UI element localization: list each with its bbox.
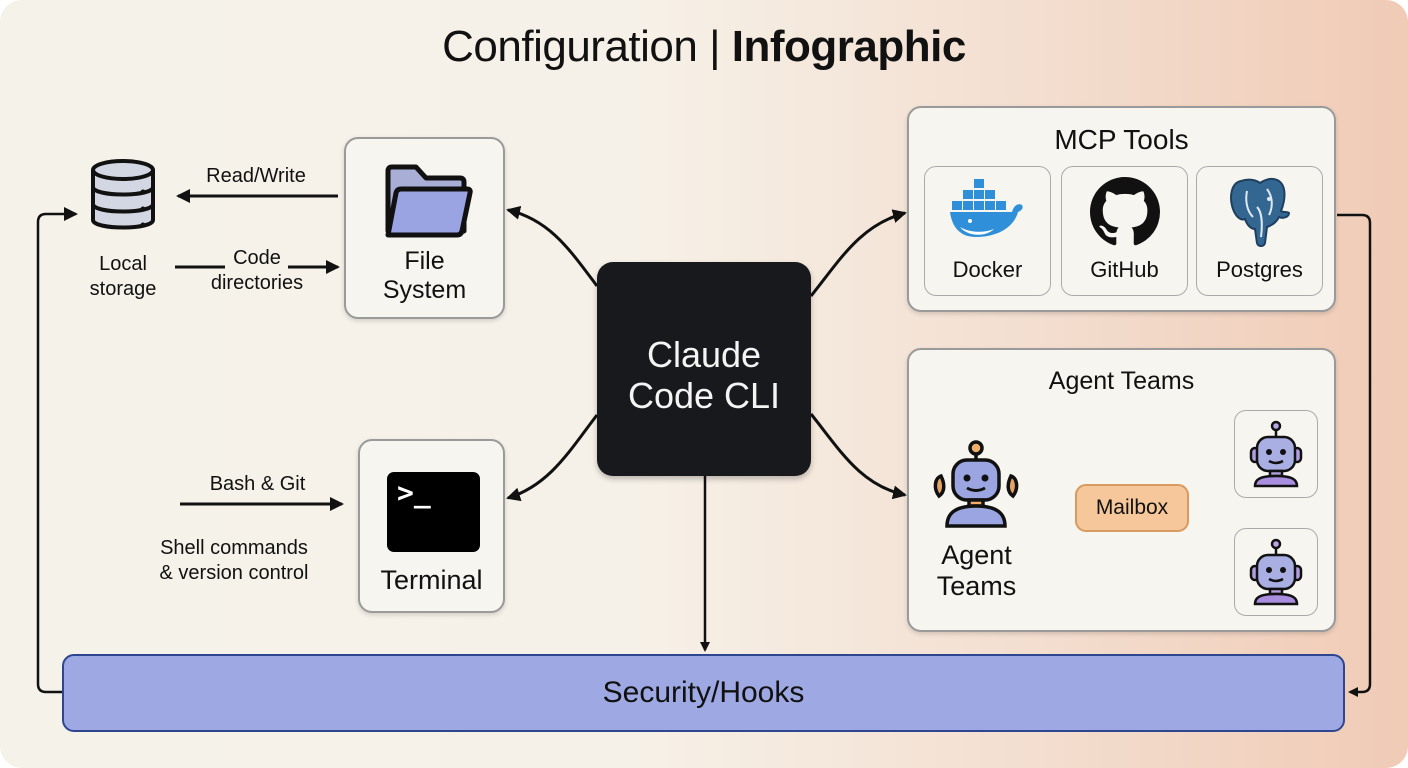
local-storage-label: Local storage bbox=[82, 252, 164, 302]
github-label: GitHub bbox=[1090, 257, 1159, 282]
lead-agent-robot-icon bbox=[933, 440, 1019, 528]
cli-label-line-2: Code CLI bbox=[627, 375, 781, 417]
sub-agent-2[interactable] bbox=[1234, 528, 1318, 616]
terminal-description-line-1: Shell commands bbox=[160, 537, 308, 559]
edge-mcp-to-security bbox=[1337, 213, 1372, 697]
code-directories-label: Code directories bbox=[196, 246, 318, 296]
lead-agent-label: Agent Teams bbox=[919, 540, 1034, 602]
terminal-description-line-2: & version control bbox=[159, 562, 309, 584]
read-write-label: Read/Write bbox=[206, 165, 306, 187]
github-octocat-icon bbox=[1089, 177, 1160, 246]
code-label-line-1: Code bbox=[233, 247, 281, 269]
lead-agent-line-2: Teams bbox=[936, 571, 1017, 602]
edge-cli-filesystem bbox=[506, 205, 599, 287]
sub-agent-robot-icon bbox=[1249, 420, 1303, 488]
edge-security-to-storage bbox=[36, 207, 78, 694]
tool-docker[interactable]: Docker bbox=[924, 166, 1051, 296]
agent-teams-title: Agent Teams bbox=[1048, 367, 1195, 395]
docker-whale-icon bbox=[949, 179, 1023, 237]
title-separator: | bbox=[709, 22, 721, 71]
terminal-icon: >_ bbox=[387, 472, 480, 552]
lead-agent-line-1: Agent bbox=[941, 540, 1012, 570]
tool-postgres[interactable]: Postgres bbox=[1196, 166, 1323, 296]
claude-code-cli-node[interactable]: Claude Code CLI bbox=[597, 262, 811, 476]
sub-agent-1[interactable] bbox=[1234, 410, 1318, 498]
page-title: Configuration | Infographic bbox=[0, 22, 1408, 72]
sub-agent-robot-icon bbox=[1249, 538, 1303, 606]
terminal-description: Shell commands & version control bbox=[140, 536, 328, 586]
mailbox-node[interactable]: Mailbox bbox=[1075, 484, 1189, 532]
security-hooks-label: Security/Hooks bbox=[602, 676, 805, 709]
terminal-label: Terminal bbox=[380, 565, 483, 595]
tool-github[interactable]: GitHub bbox=[1061, 166, 1188, 296]
bash-git-label: Bash & Git bbox=[209, 473, 306, 495]
mcp-tools-group: MCP Tools Docker GitHub bbox=[907, 106, 1336, 312]
edge-cli-mcp bbox=[809, 209, 907, 297]
edge-cli-terminal bbox=[506, 414, 599, 502]
terminal-node[interactable]: >_ Terminal bbox=[358, 439, 505, 613]
file-system-node[interactable]: File System bbox=[344, 137, 505, 319]
edge-cli-agents bbox=[809, 413, 907, 500]
database-icon bbox=[91, 159, 155, 230]
postgres-label: Postgres bbox=[1216, 257, 1303, 282]
agent-teams-group: Agent Teams Agent Teams Mailbox bbox=[907, 348, 1336, 632]
local-storage-line-2: storage bbox=[89, 278, 157, 300]
title-part-1: Configuration bbox=[442, 22, 698, 71]
code-label-line-2: directories bbox=[210, 272, 304, 294]
file-system-line-2: System bbox=[382, 275, 467, 304]
title-part-2: Infographic bbox=[731, 22, 967, 71]
postgres-elephant-icon bbox=[1229, 177, 1290, 247]
security-hooks-bar[interactable]: Security/Hooks bbox=[62, 654, 1345, 732]
folder-icon bbox=[385, 164, 473, 238]
cli-label: Claude Code CLI bbox=[597, 334, 811, 417]
docker-label: Docker bbox=[952, 257, 1023, 282]
file-system-label: File System bbox=[346, 247, 503, 305]
mcp-tools-title: MCP Tools bbox=[1054, 124, 1189, 155]
cli-label-line-1: Claude bbox=[646, 334, 762, 375]
file-system-line-1: File bbox=[404, 247, 445, 275]
local-storage-line-1: Local bbox=[99, 253, 147, 275]
terminal-prompt: >_ bbox=[397, 476, 431, 509]
